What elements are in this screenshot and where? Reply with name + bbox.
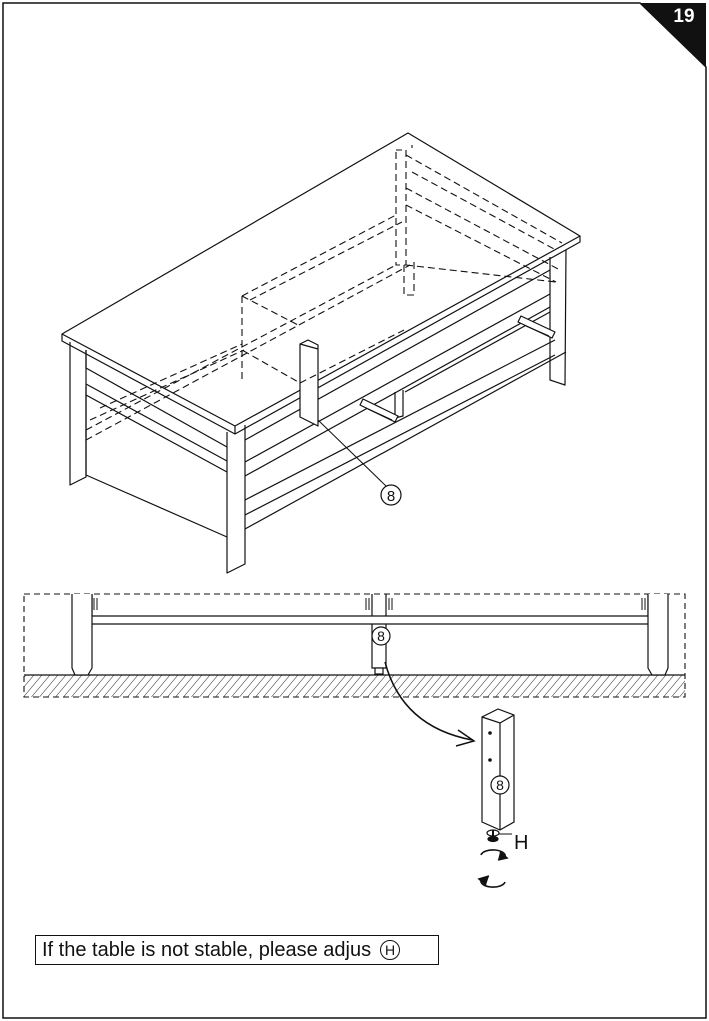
- table-iso-view: [61, 132, 581, 574]
- table-front-view: [23, 593, 686, 698]
- drawer-slide-right: [517, 315, 556, 339]
- leveler-foot: [486, 829, 500, 843]
- hidden-frame-lines: [85, 145, 563, 441]
- front-leg-left: [71, 594, 93, 676]
- callout-leg-front-label: 8: [377, 628, 385, 644]
- callout-leg-iso-label: 8: [387, 488, 395, 505]
- leg-back-right: [549, 249, 567, 386]
- detail-leg: [481, 708, 515, 831]
- page-number: 19: [673, 6, 694, 27]
- page-number-tab: [640, 3, 706, 67]
- leg-detail: [477, 708, 515, 888]
- callout-leg-detail: 8: [490, 775, 510, 795]
- leg-front-right: [226, 425, 246, 574]
- front-leg-right: [647, 594, 669, 676]
- floor-hatch: [24, 675, 685, 697]
- leg-center: [299, 343, 319, 427]
- leg-front-left: [69, 342, 87, 486]
- callout-leg-detail-label: 8: [496, 777, 504, 793]
- instruction-text: If the table is not stable, please adjus: [42, 938, 372, 961]
- callout-leg-iso: 8: [380, 484, 402, 506]
- callout-leg-front: 8: [371, 626, 391, 646]
- detail-arrow: [384, 661, 476, 747]
- instruction-part-ref: H: [380, 940, 401, 960]
- drawer-slide-left: [359, 398, 399, 423]
- adjuster-label: H: [514, 832, 528, 854]
- instruction-note: If the table is not stable, please adjus…: [35, 935, 439, 965]
- rotate-arrows-icon: [477, 849, 509, 888]
